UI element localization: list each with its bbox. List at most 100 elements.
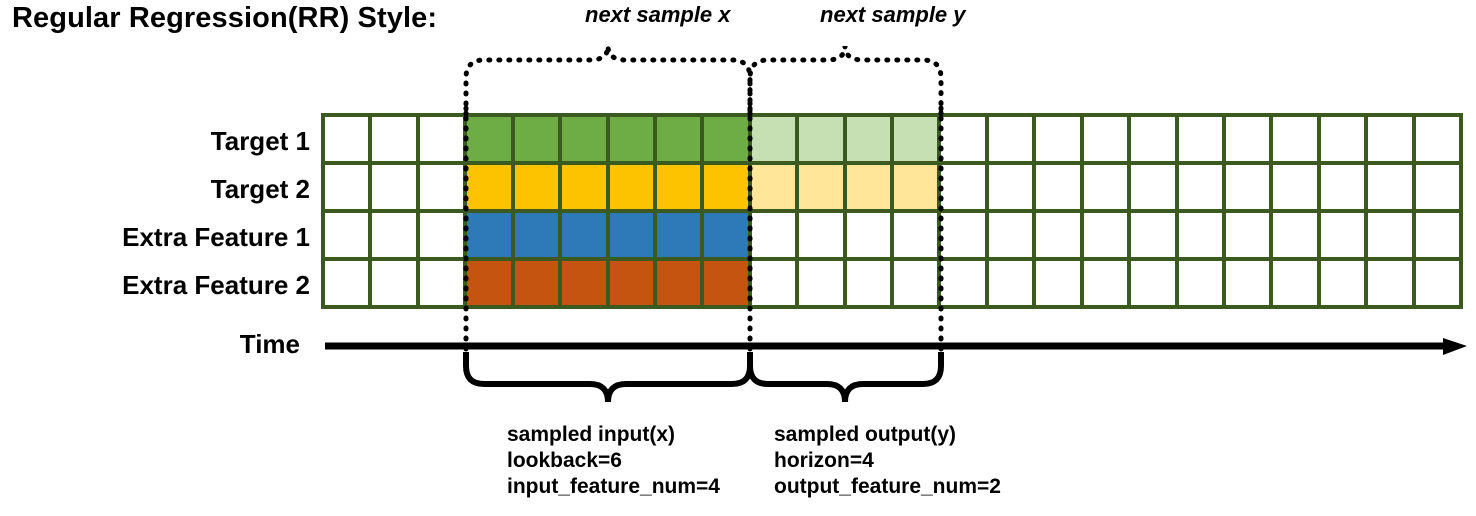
grid-cell [1320,213,1365,257]
timeseries-grid [321,113,1463,309]
grid-cell [799,165,843,209]
grid-cell [1131,213,1175,257]
grid-cell [1036,165,1080,209]
grid-cell [894,213,938,257]
grid-cell [1225,165,1270,209]
grid-cell [894,117,938,161]
grid-cell [609,261,653,305]
grid-cell [704,213,748,257]
caption-sampled-input-title: sampled input(x) [507,423,676,446]
time-axis-svg [325,338,1467,355]
time-axis [325,338,1467,360]
grid-cell [894,165,938,209]
grid-cell [1320,117,1365,161]
grid-cell [1225,261,1270,305]
grid-cell [419,213,464,257]
grid-cell [846,213,890,257]
grid-cell [894,261,938,305]
grid-cell [325,261,369,305]
grid-cell [941,213,985,257]
brace-next-sample-y [747,45,944,117]
grid-cell [372,117,416,161]
grid-cell [562,261,606,305]
grid-cell [1131,165,1175,209]
grid-cell [799,213,843,257]
grid-cell [514,213,559,257]
caption-output-feature-num: output_feature_num=2 [774,475,1001,498]
grid-cell [704,261,748,305]
grid-cell [562,213,606,257]
grid-cell [562,117,606,161]
page-title: Regular Regression(RR) Style: [12,2,438,34]
guide-line-svg [463,105,944,358]
grid-cell [1036,117,1080,161]
caption-sampled-output: sampled output(y) horizon=4 output_featu… [774,422,1001,500]
grid-cell [751,165,796,209]
grid-cell [656,165,701,209]
row-label-extra-feature-1: Extra Feature 1 [122,222,310,252]
grid-cell [419,261,464,305]
grid-cell [1083,213,1128,257]
grid-cell [467,117,511,161]
grid-cell [846,165,890,209]
caption-next-sample-x: next sample x [585,2,731,27]
bottom-brace-group [440,349,1020,414]
grid-cell [609,213,653,257]
grid-cell [656,261,701,305]
grid-cell [372,165,416,209]
grid-cell [1178,117,1222,161]
grid-cell [1273,117,1317,161]
grid-cell [1225,213,1270,257]
grid-cell [1036,261,1080,305]
row-label-target-1: Target 1 [210,126,310,156]
brace-sampled-input [463,349,753,403]
grid-cell [1415,261,1459,305]
grid-cell [1415,213,1459,257]
grid-cell [988,213,1033,257]
grid-cell [704,165,748,209]
grid-cell [1273,165,1317,209]
grid-cell [609,165,653,209]
grid-cell [1368,261,1412,305]
grid-cell [419,117,464,161]
grid-cell [941,165,985,209]
bottom-brace-svg [463,349,944,403]
caption-input-feature-num: input_feature_num=4 [507,475,720,498]
grid-cell [1083,165,1128,209]
grid-cell [372,261,416,305]
top-brace-svg [463,45,944,117]
grid-cell [1415,165,1459,209]
row-label-extra-feature-2: Extra Feature 2 [122,270,310,300]
grid-cell [1368,213,1412,257]
grid-cell [325,117,369,161]
grid-cell [1368,165,1412,209]
grid-cell [1178,165,1222,209]
grid-cell [1320,165,1365,209]
grid-cell [467,165,511,209]
grid-cell [1178,213,1222,257]
grid-cell [656,213,701,257]
grid-cell [1131,117,1175,161]
grid-cell [1036,213,1080,257]
grid-cell [467,261,511,305]
grid-cell [1368,117,1412,161]
grid-cell [799,261,843,305]
grid-cell [656,117,701,161]
brace-sampled-output [747,349,944,403]
grid-cell [1320,261,1365,305]
caption-horizon: horizon=4 [774,449,874,472]
right-arrow-icon [1443,338,1467,355]
grid-cell [514,261,559,305]
caption-next-sample-y: next sample y [820,2,966,27]
grid-cell [751,213,796,257]
caption-sampled-input: sampled input(x) lookback=6 input_featur… [507,422,720,500]
row-label-target-2: Target 2 [210,174,310,204]
caption-sampled-output-title: sampled output(y) [774,423,956,446]
grid-cell [941,261,985,305]
caption-lookback: lookback=6 [507,449,622,472]
grid-cell [1415,117,1459,161]
time-axis-label: Time [239,329,300,359]
grid-cell [1131,261,1175,305]
grid-cell [1273,213,1317,257]
